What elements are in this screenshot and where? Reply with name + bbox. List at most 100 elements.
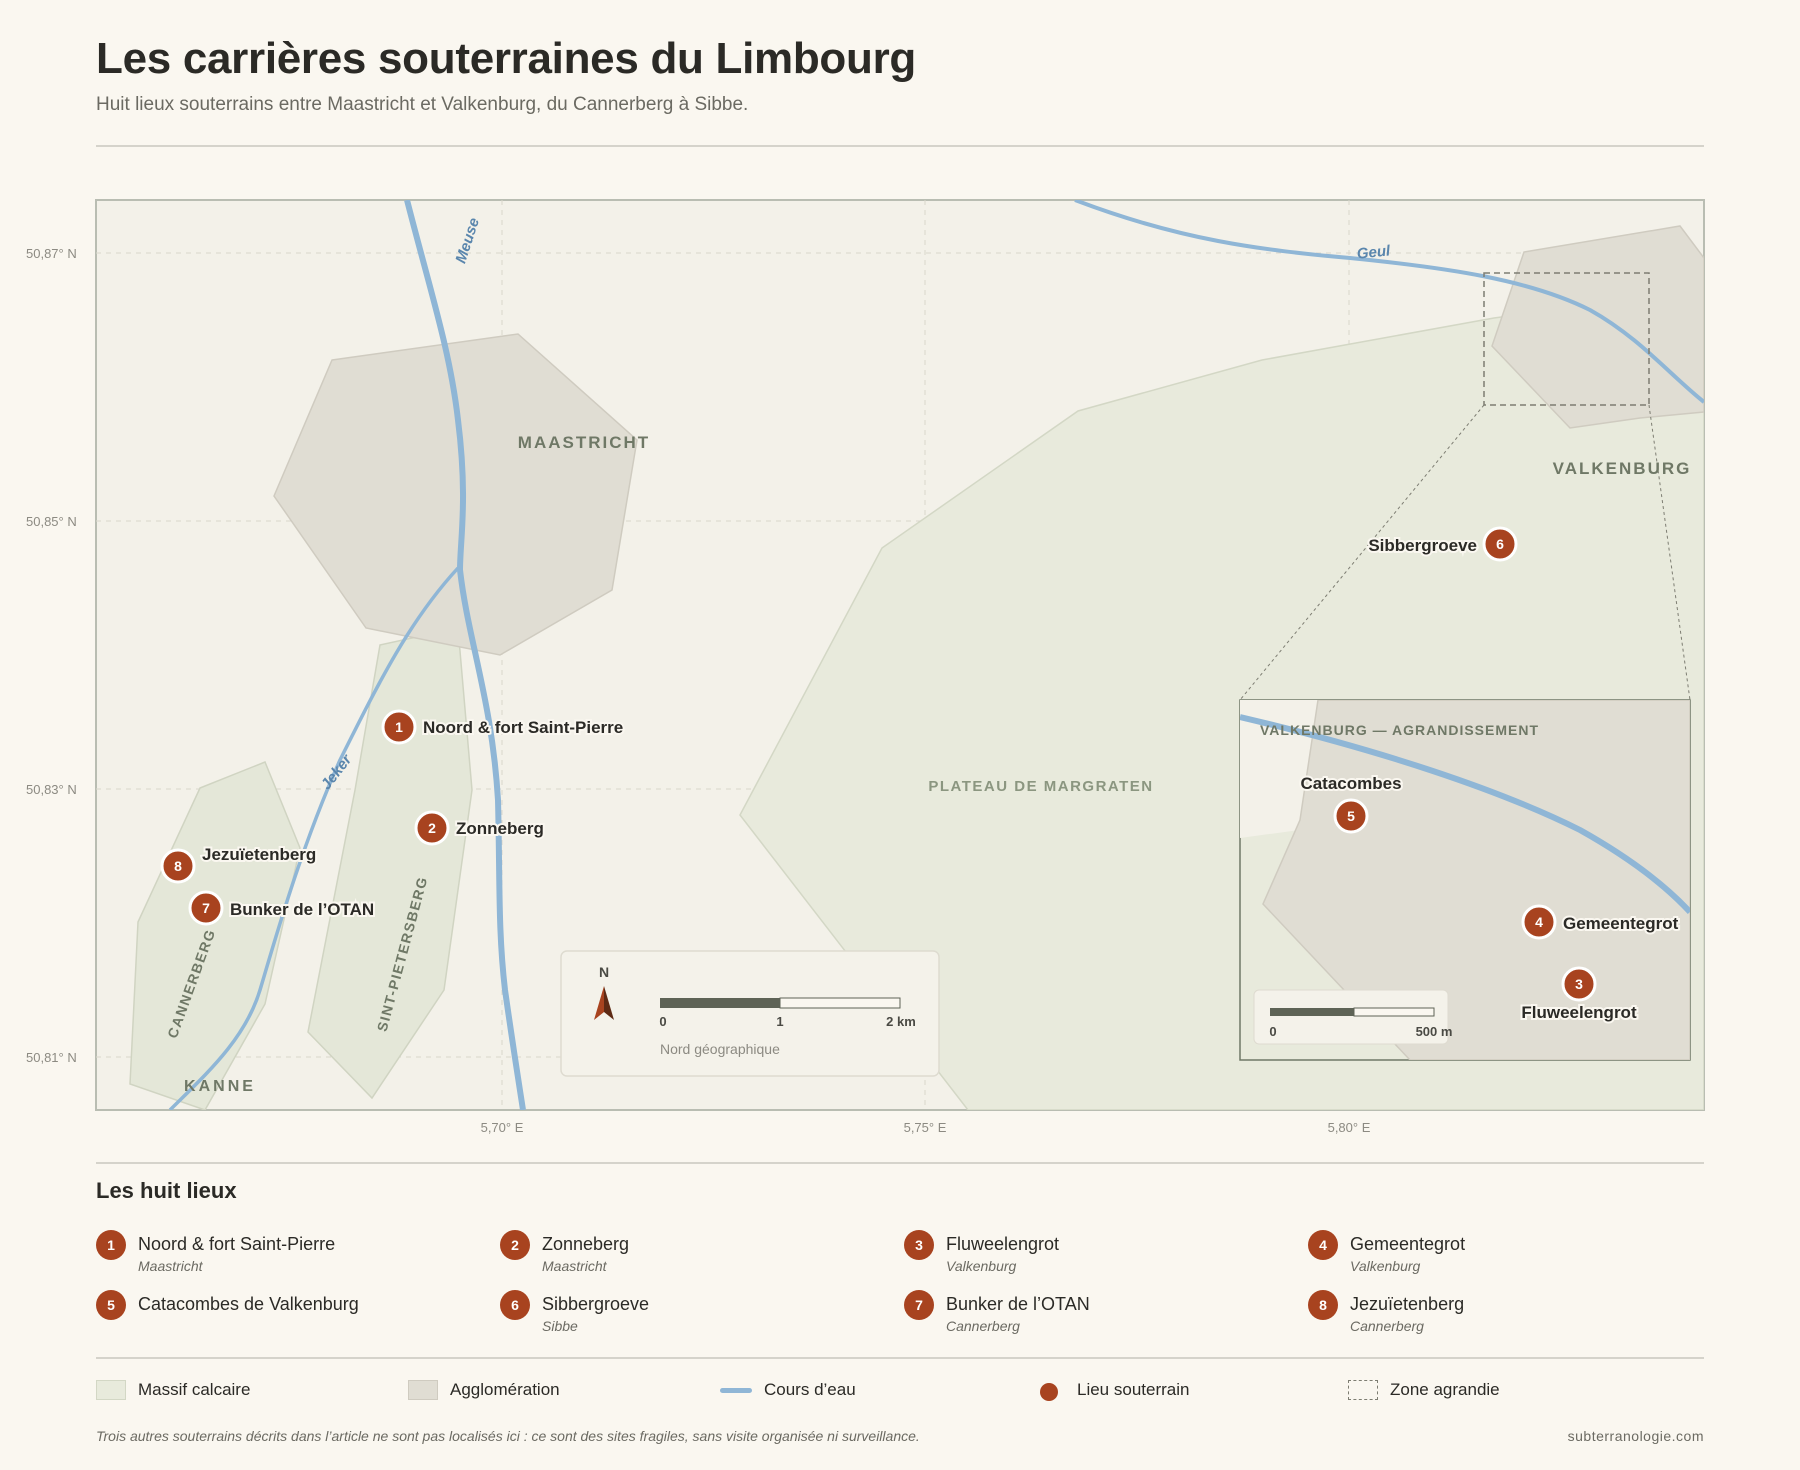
location-item[interactable]: 8 Jezuïetenberg Cannerberg [1308,1290,1688,1342]
location-name: Zonneberg [542,1234,630,1254]
inset-scale-box: 0 500 m [1253,989,1453,1045]
location-place: Maastricht [542,1258,607,1274]
location-item[interactable]: 5 Catacombes de Valkenburg [96,1290,476,1342]
location-name: Sibbergroeve [542,1294,650,1314]
location-item[interactable]: 7 Bunker de l’OTAN Cannerberg [904,1290,1284,1342]
legend-label: Cours d’eau [764,1380,856,1399]
lon-label: 5,70° E [481,1120,524,1135]
geul-river [1074,200,1704,404]
kanne-label: KANNE [184,1078,256,1095]
legend-massif: Massif calcaire [96,1378,356,1402]
inset-map[interactable]: VALKENBURG — AGRANDISSEMENT 5 Catacombes… [1239,699,1691,1061]
location-name: Catacombes de Valkenburg [138,1294,359,1314]
compass-north-label: N [599,964,609,980]
valkenburg-agglomeration [1491,225,1704,429]
cannerberg-massif [129,761,301,1110]
scale-tick: 0 [659,1014,666,1029]
legend-label: Zone agrandie [1390,1380,1500,1399]
maastricht-agglomeration [273,333,638,656]
lon-label: 5,75° E [904,1120,947,1135]
lat-label: 50,87° N [26,246,77,261]
inset-title: VALKENBURG — AGRANDISSEMENT [1260,722,1539,738]
legend-zoom: Zone agrandie [1348,1378,1608,1402]
legend-label: Lieu souterrain [1077,1380,1190,1399]
marker-label: Zonneberg [456,819,544,838]
location-place: Cannerberg [946,1318,1020,1334]
legend-divider [96,1357,1704,1359]
inset-marker-4[interactable]: 4 Gemeentegrot [1521,904,1681,940]
marker-label: Jezuïetenberg [202,845,316,864]
lon-label: 5,80° E [1328,1120,1371,1135]
location-name: Gemeentegrot [1350,1234,1466,1254]
location-place: Cannerberg [1350,1318,1424,1334]
marker-number: 5 [1347,808,1355,824]
marker-label: Gemeentegrot [1563,914,1679,933]
map[interactable]: 50,87° N 50,85° N 50,83° N 50,81° N 5,70… [0,0,1800,1160]
location-name: Noord & fort Saint-Pierre [138,1234,336,1254]
location-number: 2 [500,1230,530,1260]
marker-label: Fluweelengrot [1521,1003,1637,1022]
locations-title: Les huit lieux [96,1178,237,1203]
location-item[interactable]: 3 Fluweelengrot Valkenburg [904,1230,1284,1282]
lat-label: 50,85° N [26,514,77,529]
location-item[interactable]: 4 Gemeentegrot Valkenburg [1308,1230,1688,1282]
credit-link[interactable]: subterranologie.com [1567,1428,1704,1444]
location-item[interactable]: 6 Sibbergroeve Sibbe [500,1290,880,1342]
marker-number: 1 [395,719,403,735]
location-number: 4 [1308,1230,1338,1260]
marker-number: 2 [428,820,436,836]
location-place: Sibbe [542,1318,578,1334]
location-item[interactable]: 2 Zonneberg Maastricht [500,1230,880,1282]
legend-site: Lieu souterrain [1040,1378,1300,1402]
marker-number: 7 [202,900,210,916]
valkenburg-label: VALKENBURG [1553,459,1692,478]
location-name: Jezuïetenberg [1350,1294,1465,1314]
marker-6[interactable]: 6 Sibbergroeve [1366,526,1518,562]
page-subtitle: Huit lieux souterrains entre Maastricht … [96,94,749,115]
marker-8[interactable]: 8 Jezuïetenberg [160,843,318,884]
location-number: 8 [1308,1290,1338,1320]
location-item[interactable]: 1 Noord & fort Saint-Pierre Maastricht [96,1230,476,1282]
marker-2[interactable]: 2 Zonneberg [414,810,546,846]
jeker-river [168,566,460,1110]
scale-tick: 2 km [886,1014,916,1029]
meuse-river [404,200,526,1110]
legend-water: Cours d’eau [720,1378,980,1402]
marker-7[interactable]: 7 Bunker de l’OTAN [188,890,376,926]
footnote: Trois autres souterrains décrits dans l’… [96,1428,920,1444]
inset-marker-5[interactable]: 5 Catacombes [1298,772,1404,834]
header-divider [96,145,1704,147]
marker-number: 3 [1575,976,1583,992]
location-number: 6 [500,1290,530,1320]
agglo-swatch [408,1380,438,1400]
scale-bar-dark [660,998,780,1008]
legend-label: Massif calcaire [138,1380,251,1399]
scale-tick: 1 [776,1014,783,1029]
marker-label: Noord & fort Saint-Pierre [423,718,623,737]
zoom-leader-right [1648,404,1691,701]
maastricht-label: MAASTRICHT [518,433,650,452]
lat-label: 50,83° N [26,782,77,797]
scale-bar-light [779,997,901,1009]
scale-tick: 500 m [1416,1024,1453,1039]
marker-number: 6 [1496,536,1504,552]
location-number: 5 [96,1290,126,1320]
marker-label: Catacombes [1300,774,1401,793]
marker-number: 8 [174,858,182,874]
lat-label: 50,81° N [26,1050,77,1065]
site-swatch [1040,1383,1058,1401]
inset-marker-3[interactable]: 3 Fluweelengrot [1519,966,1639,1024]
water-swatch [720,1388,752,1393]
marker-1[interactable]: 1 Noord & fort Saint-Pierre [381,709,625,745]
location-name: Bunker de l’OTAN [946,1294,1090,1314]
location-number: 3 [904,1230,934,1260]
sint-pietersberg-massif [307,627,473,1100]
zoom-leader-left [1239,404,1485,701]
geul-label: Geul [1356,242,1392,262]
page-title: Les carrières souterraines du Limbourg [96,34,916,83]
compass-scale-box: N 0 1 2 km Nord géographique [560,950,940,1077]
marker-label: Sibbergroeve [1368,536,1477,555]
location-name: Fluweelengrot [946,1234,1060,1254]
marker-number: 4 [1535,914,1543,930]
compass-caption: Nord géographique [660,1041,780,1057]
